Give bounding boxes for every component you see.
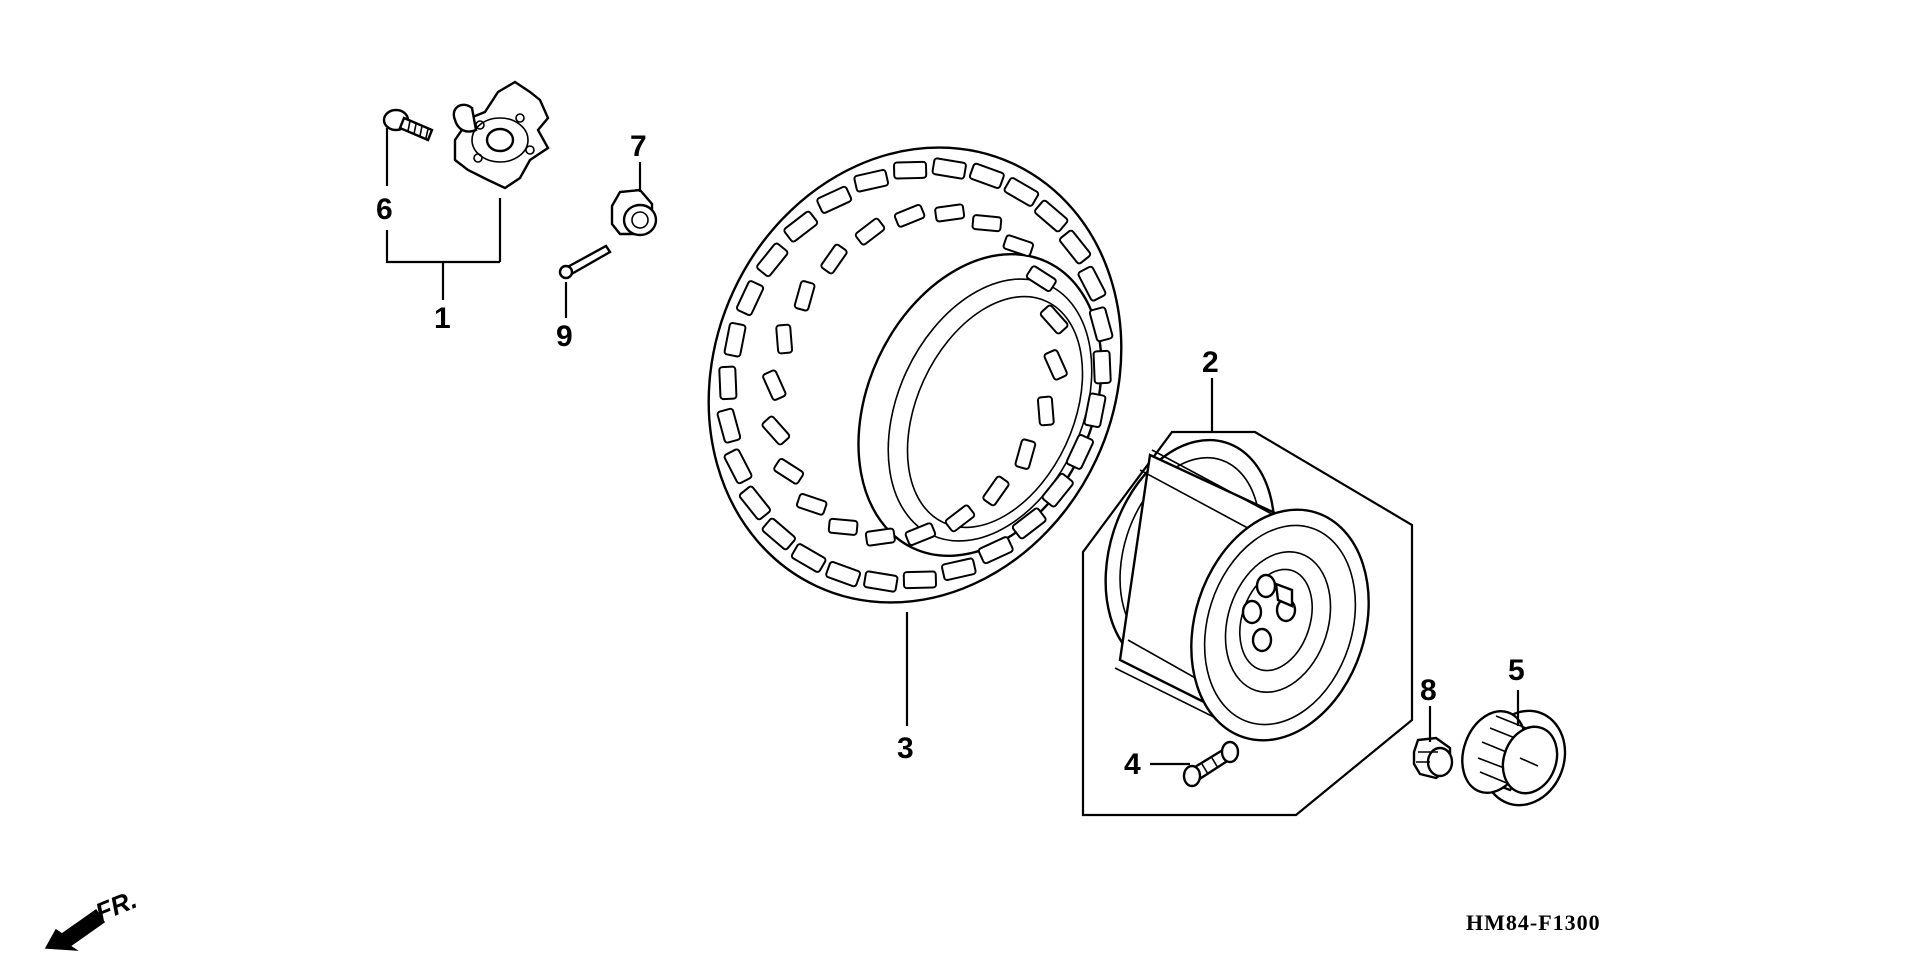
bracket-1 bbox=[385, 230, 500, 300]
diagram-code: HM84-F1300 bbox=[1466, 910, 1601, 935]
tread-lug bbox=[1011, 507, 1047, 540]
tread-lug bbox=[971, 214, 1003, 233]
tread-lug bbox=[816, 185, 853, 214]
tread-lug bbox=[893, 204, 926, 228]
tread-lug bbox=[931, 157, 967, 180]
tread-lug bbox=[893, 160, 928, 180]
tread-lug bbox=[775, 323, 794, 355]
wheel-nut[interactable] bbox=[1412, 736, 1454, 780]
tread-lug bbox=[1077, 265, 1107, 302]
tread-lug bbox=[902, 570, 937, 590]
tread-lug bbox=[864, 527, 896, 547]
tread-lug bbox=[1036, 395, 1055, 427]
tread-lug bbox=[854, 217, 886, 246]
tread-lug bbox=[783, 210, 819, 243]
tread-lug bbox=[761, 415, 791, 446]
tread-lug bbox=[1043, 349, 1068, 381]
callout-9: 9 bbox=[556, 320, 573, 353]
callout-3: 3 bbox=[897, 732, 914, 765]
hub-bolt[interactable] bbox=[382, 108, 434, 142]
tire-treads bbox=[716, 157, 1114, 593]
tread-lug bbox=[790, 543, 827, 573]
hub-cap[interactable] bbox=[1451, 699, 1578, 817]
tread-lug bbox=[796, 493, 828, 516]
tread-lug bbox=[761, 517, 796, 551]
tread-lug bbox=[793, 280, 816, 312]
tread-lug bbox=[820, 243, 848, 275]
tread-lug bbox=[968, 162, 1005, 189]
tread-lug bbox=[1059, 229, 1092, 265]
callout-4: 4 bbox=[1124, 748, 1141, 781]
tread-lug bbox=[904, 522, 937, 546]
tread-lug bbox=[738, 485, 771, 521]
wheel-rim[interactable] bbox=[1077, 418, 1397, 763]
tread-lug bbox=[1025, 265, 1057, 293]
tread-lug bbox=[773, 457, 805, 485]
valve-stem[interactable] bbox=[1182, 740, 1240, 788]
callout-2: 2 bbox=[1202, 346, 1219, 379]
tread-lug bbox=[1088, 306, 1114, 343]
tread-lug bbox=[1039, 304, 1069, 335]
front-direction-arrow-icon bbox=[44, 908, 106, 951]
wheel-hub[interactable] bbox=[452, 80, 550, 190]
tread-lug bbox=[1014, 438, 1037, 470]
tread-lug bbox=[941, 557, 977, 581]
callout-1: 1 bbox=[434, 302, 451, 335]
tread-lug bbox=[1034, 199, 1069, 233]
tread-lug bbox=[723, 448, 753, 485]
tread-lug bbox=[944, 504, 976, 533]
tread-lug bbox=[762, 369, 787, 401]
axle-nut[interactable] bbox=[610, 188, 658, 237]
tread-lug bbox=[1092, 349, 1112, 385]
tire[interactable] bbox=[635, 79, 1194, 670]
tread-lug bbox=[1002, 234, 1034, 257]
cotter-pin[interactable] bbox=[558, 244, 612, 280]
tread-lug bbox=[716, 407, 742, 444]
tread-lug bbox=[723, 321, 747, 358]
callout-7: 7 bbox=[630, 130, 647, 163]
tread-lug bbox=[1083, 392, 1107, 429]
tread-lug bbox=[1041, 472, 1074, 508]
callout-5: 5 bbox=[1508, 654, 1525, 687]
tread-lug bbox=[827, 517, 859, 536]
tread-lug bbox=[1065, 434, 1094, 470]
tread-lug bbox=[982, 475, 1010, 507]
tread-lug bbox=[736, 280, 765, 316]
tread-lug bbox=[1003, 177, 1040, 207]
tread-lug bbox=[718, 365, 738, 401]
tread-lug bbox=[756, 242, 789, 278]
tread-lug bbox=[934, 203, 966, 223]
tread-lug bbox=[863, 570, 899, 593]
callout-6: 6 bbox=[376, 193, 393, 226]
tread-lug bbox=[825, 561, 862, 588]
tread-lug bbox=[977, 536, 1014, 565]
callout-8: 8 bbox=[1420, 674, 1437, 707]
tread-lug bbox=[853, 169, 889, 193]
